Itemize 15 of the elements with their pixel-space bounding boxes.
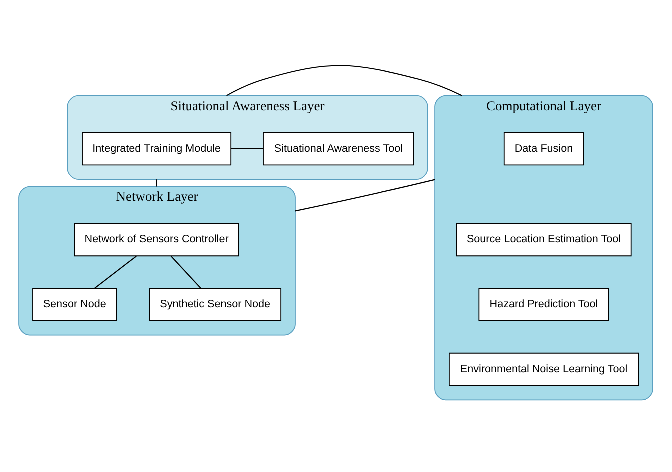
connector [231, 148, 264, 149]
node-box: Sensor Node [32, 288, 118, 321]
node-box: Source Location Estimation Tool [456, 222, 632, 256]
node-box: Data Fusion [504, 132, 584, 166]
connector [94, 255, 137, 288]
connector [226, 64, 462, 96]
node-box: Hazard Prediction Tool [478, 288, 610, 321]
connector [295, 178, 436, 212]
node-box: Synthetic Sensor Node [149, 288, 282, 321]
connector [170, 256, 202, 288]
node-box: Environmental Noise Learning Tool [449, 352, 639, 386]
node-box: Situational Awareness Tool [263, 132, 414, 166]
node-box: Integrated Training Module [82, 132, 232, 166]
connector [156, 179, 158, 186]
node-box: Network of Sensors Controller [74, 222, 240, 256]
